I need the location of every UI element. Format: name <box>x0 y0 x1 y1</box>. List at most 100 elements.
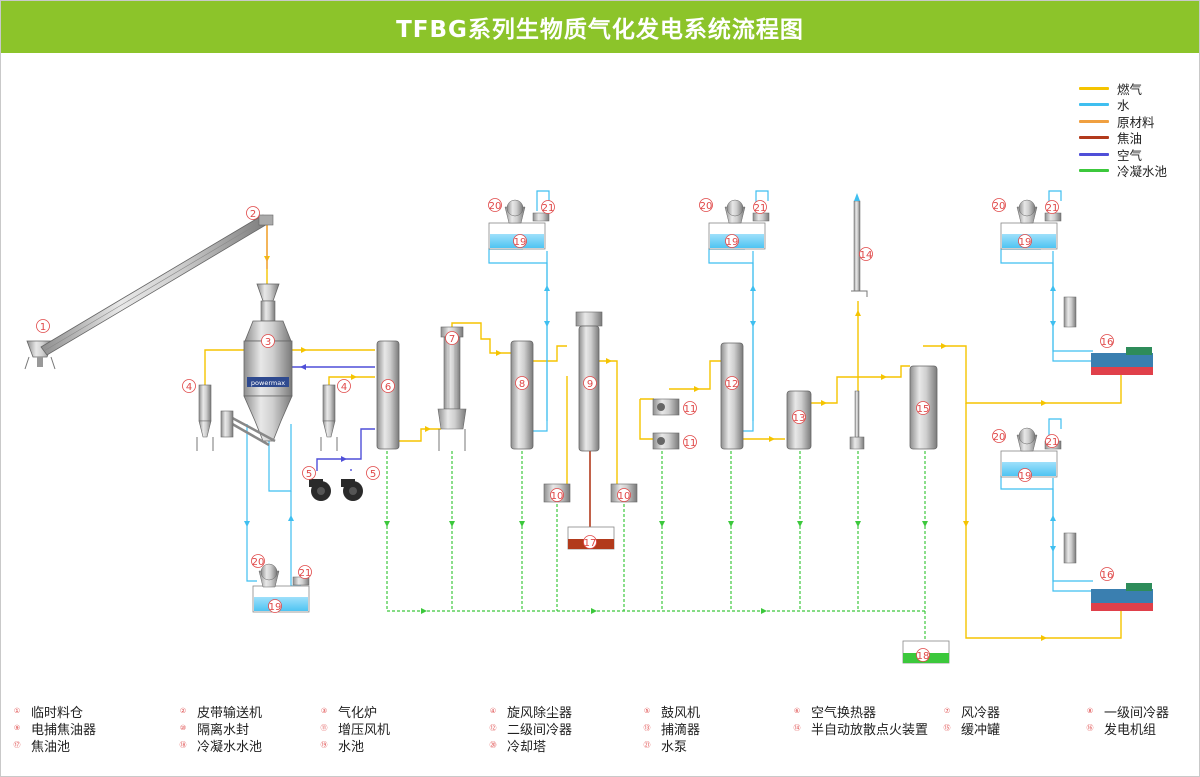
svg-text:4: 4 <box>341 382 347 393</box>
svg-text:19: 19 <box>1019 237 1032 248</box>
booster-fan-top <box>652 398 680 416</box>
svg-text:15: 15 <box>917 404 930 415</box>
svg-text:4: 4 <box>186 382 192 393</box>
svg-text:7: 7 <box>449 334 455 345</box>
svg-text:16: 16 <box>1101 337 1114 348</box>
legend-item-air: 空气 <box>1079 146 1167 163</box>
legend-swatch <box>1079 152 1109 156</box>
semi-auto-flare-igniter <box>849 193 868 450</box>
svg-text:12: 12 <box>726 379 739 390</box>
water-arrows <box>244 285 1056 552</box>
svg-text:6: 6 <box>385 382 391 393</box>
svg-text:14: 14 <box>860 250 873 261</box>
legend-swatch <box>1079 136 1109 140</box>
svg-text:2: 2 <box>250 209 256 220</box>
svg-text:20: 20 <box>489 201 502 212</box>
number-badges <box>36 198 1114 662</box>
process-flow-diagram: powermax <box>24 190 1153 664</box>
svg-text:5: 5 <box>306 469 312 480</box>
cooling-unit-5 <box>252 563 310 613</box>
blower-right <box>341 479 363 501</box>
svg-text:10: 10 <box>551 491 564 502</box>
legend-item-raw-material: 原材料 <box>1079 113 1167 130</box>
gasifier: powermax <box>220 283 293 447</box>
number-badge-labels: 1 2 3 4 4 5 5 6 7 8 9 10 10 11 11 12 13 … <box>40 201 1114 662</box>
page-title: TFBG系列生物质气化发电系统流程图 <box>396 17 804 43</box>
legend-label: 空气 <box>1117 147 1143 163</box>
svg-text:5: 5 <box>370 469 376 480</box>
svg-text:17: 17 <box>584 538 597 549</box>
svg-text:3: 3 <box>265 337 271 348</box>
legend-item-gas: 燃气 <box>1079 80 1167 97</box>
generator-set-bottom <box>1063 532 1153 611</box>
svg-text:18: 18 <box>917 651 930 662</box>
air-cooler <box>437 326 467 451</box>
svg-text:20: 20 <box>252 557 265 568</box>
air-arrows <box>300 364 347 462</box>
svg-text:1: 1 <box>40 322 46 333</box>
svg-text:20: 20 <box>700 201 713 212</box>
svg-text:10: 10 <box>618 491 631 502</box>
svg-text:20: 20 <box>993 201 1006 212</box>
svg-text:8: 8 <box>519 379 525 390</box>
furnace-logo: powermax <box>251 379 285 387</box>
svg-text:16: 16 <box>1101 570 1114 581</box>
booster-fan-bottom <box>652 432 680 450</box>
generator-set-top <box>1063 296 1153 375</box>
svg-text:21: 21 <box>1046 437 1059 448</box>
legend-label: 燃气 <box>1117 81 1143 97</box>
cyclone-dust-collector-left <box>196 384 214 451</box>
legend-item-water: 水 <box>1079 97 1167 114</box>
condensate-arrows <box>384 521 928 614</box>
gas-lines <box>204 225 1122 639</box>
svg-text:19: 19 <box>514 237 527 248</box>
primary-intercooler <box>510 340 534 450</box>
svg-text:21: 21 <box>299 568 312 579</box>
svg-text:13: 13 <box>793 413 806 424</box>
svg-text:11: 11 <box>684 404 697 415</box>
svg-text:19: 19 <box>726 237 739 248</box>
legend-swatch <box>1079 169 1109 173</box>
legend-swatch <box>1079 119 1109 123</box>
legend-item-tar: 焦油 <box>1079 130 1167 147</box>
legend-label: 焦油 <box>1117 131 1143 147</box>
svg-text:20: 20 <box>993 432 1006 443</box>
legend-item-condensate: 冷凝水池 <box>1079 163 1167 179</box>
condensate-lines <box>386 446 926 644</box>
cyclone-dust-collector-right <box>320 384 338 451</box>
title-bar: TFBG系列生物质气化发电系统流程图 <box>1 1 1199 53</box>
svg-text:19: 19 <box>1019 471 1032 482</box>
legend-label: 水 <box>1117 98 1130 114</box>
belt-conveyor <box>40 214 274 356</box>
flow-legend: 燃气 水 原材料 焦油 空气 冷凝水池 <box>1079 80 1167 179</box>
svg-text:19: 19 <box>269 602 282 613</box>
legend-swatch <box>1079 103 1109 107</box>
svg-text:21: 21 <box>754 203 767 214</box>
legend-label: 原材料 <box>1117 114 1155 130</box>
svg-text:11: 11 <box>684 438 697 449</box>
air-heat-exchanger <box>376 340 400 450</box>
secondary-intercooler <box>720 342 744 450</box>
blower-left <box>309 479 331 501</box>
